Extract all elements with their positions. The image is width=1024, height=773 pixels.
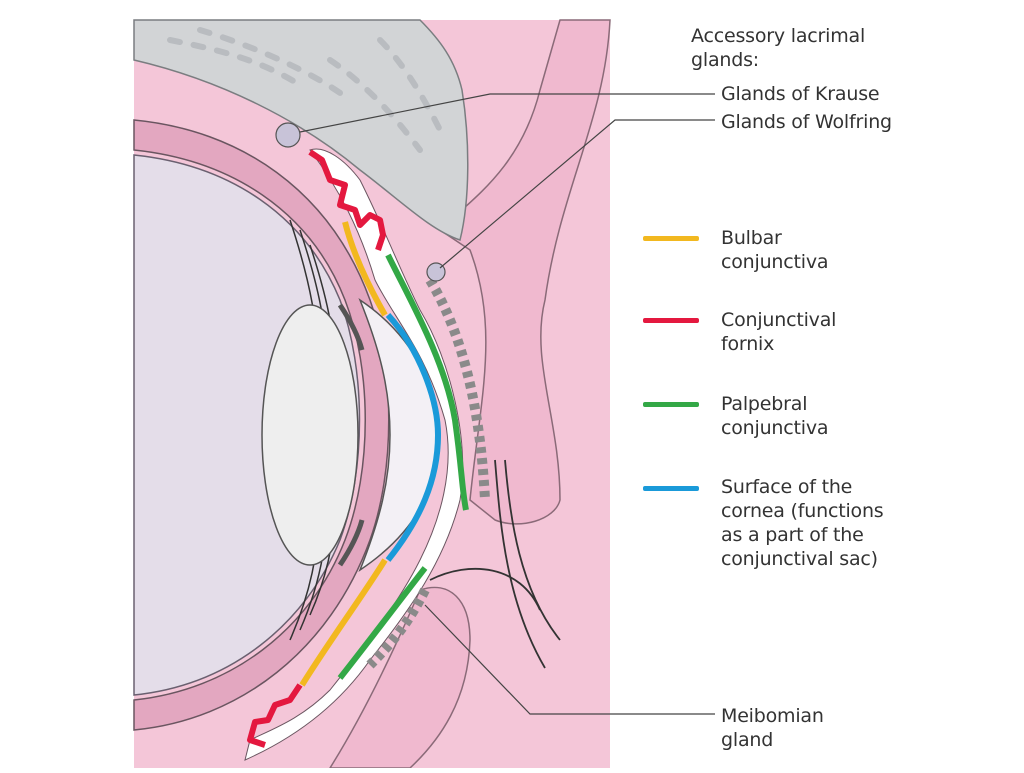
meibomian-label: Meibomian gland <box>721 705 824 751</box>
legend-swatch-cornea <box>643 486 699 491</box>
fornix-lower-line <box>247 683 303 748</box>
bone-texture <box>167 27 443 153</box>
orbital-bone <box>133 19 469 241</box>
lens <box>261 304 359 566</box>
upper-eyelashes <box>494 459 561 669</box>
legend-swatch-palpebral <box>643 402 699 407</box>
bulbar-upper-line <box>342 221 388 317</box>
wolfring-leader <box>439 119 715 269</box>
cornea-surface-line <box>385 312 442 562</box>
lower-tarsal-glands <box>366 587 430 669</box>
lower-eyelashes <box>429 567 541 611</box>
legend-label-bulbar: Bulbar conjunctiva <box>721 227 829 273</box>
gland-of-krause <box>275 122 301 148</box>
legend-label-cornea: Surface of the cornea (functions as a pa… <box>721 476 884 570</box>
upper-tarsal-glands <box>425 277 490 501</box>
meibomian-leader <box>424 604 715 715</box>
palpebral-upper-line <box>385 253 469 511</box>
legend-swatch-fornix <box>643 318 699 323</box>
sclera <box>133 119 390 731</box>
iris-upper <box>337 303 365 351</box>
krause-label: Glands of Krause <box>721 83 880 105</box>
legend-label-fornix: Conjunctival fornix <box>721 309 837 355</box>
wolfring-label: Glands of Wolfring <box>721 111 892 133</box>
iris-lower <box>337 519 365 567</box>
legend-swatch-bulbar <box>643 236 699 241</box>
palpebral-lower-line <box>337 566 428 680</box>
krause-leader <box>299 93 715 133</box>
bulbar-lower-line <box>299 558 388 687</box>
accessory-glands-label: Accessory lacrimal glands: <box>691 25 866 71</box>
fornix-upper-line <box>308 149 386 251</box>
lower-eyelid <box>328 586 471 769</box>
legend-label-palpebral: Palpebral conjunctiva <box>721 393 829 439</box>
